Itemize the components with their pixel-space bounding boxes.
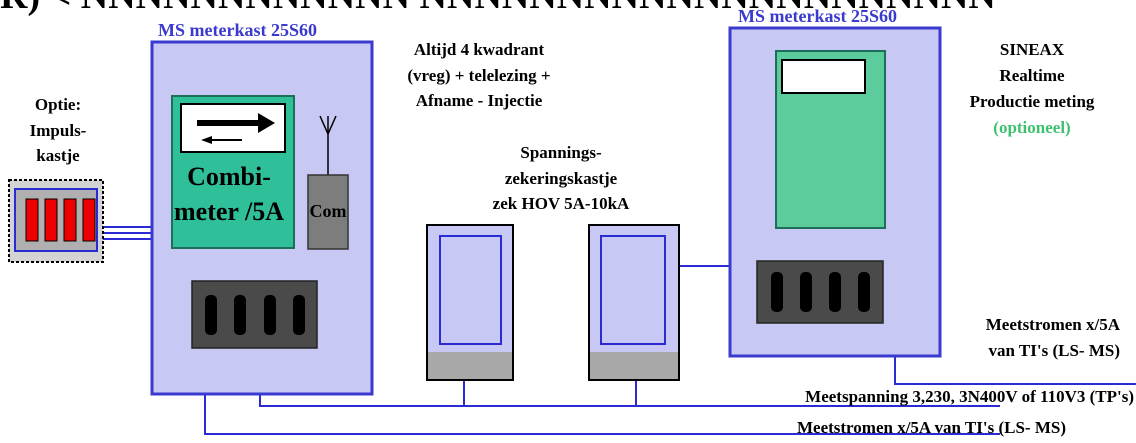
com-unit [307, 174, 349, 250]
right-meter-cabinet: MS meterkast 25S60 [728, 6, 942, 358]
voltage-fuse-box-right [588, 224, 680, 381]
impulse-label-line2: Impuls- [30, 121, 87, 140]
voltage-fuse-line3: zek HOV 5A-10kA [493, 194, 630, 213]
impulse-box: Optie: Impuls- kastje [8, 95, 104, 263]
four-quadrant-line3: Afname - Injectie [416, 91, 543, 110]
meetstromen-right-line1: Meetstromen x/5A [986, 315, 1121, 334]
fuse-icons [25, 198, 96, 242]
four-quadrant-line2: (vreg) + telelezing + [407, 66, 550, 85]
left-terminal-slots [205, 295, 305, 335]
four-quadrant-note: Altijd 4 kwadrant (vreg) + telelezing + … [407, 40, 550, 110]
impulse-label-line1: Optie: [35, 95, 81, 114]
fuse-box-right-bottom [590, 352, 678, 379]
sineax-line1: SINEAX [1000, 40, 1065, 59]
impulse-label-line3: kastje [36, 146, 80, 165]
meetstromen-bottom-label: Meetstromen x/5A van TI's (LS- MS) [797, 418, 1066, 437]
combimeter-label-line1: Combi- [187, 162, 271, 191]
wire-labels: Meetstromen x/5A van TI's (LS- MS) Meets… [797, 315, 1134, 437]
fuse-box-left-inner [439, 235, 502, 345]
left-cabinet-label: MS meterkast 25S60 [158, 20, 317, 40]
com-label: Com [310, 201, 347, 221]
voltage-fuse-line2: zekeringskastje [505, 169, 618, 188]
voltage-fuse-box-note: Spannings- zekeringskastje zek HOV 5A-10… [493, 143, 630, 213]
meetspanning-label: Meetspanning 3,230, 3N400V of 110V3 (TP'… [805, 387, 1134, 406]
right-cabinet-label: MS meterkast 25S60 [738, 6, 897, 26]
voltage-fuse-line1: Spannings- [520, 143, 602, 162]
combimeter-label-line2: meter /5A [174, 197, 284, 226]
sineax-display [781, 59, 866, 94]
left-meter-cabinet: MS meterkast 25S60 Combi- meter /5A Com [150, 20, 374, 396]
combimeter-display [180, 103, 286, 153]
fuse-box-right-inner [600, 235, 666, 345]
sineax-line3: Productie meting [970, 92, 1095, 111]
four-quadrant-line1: Altijd 4 kwadrant [414, 40, 545, 59]
header-title: R) < NNNNNNNNNNNN NNNNNNNNNNNNNNNNNNNNN [0, 0, 996, 17]
antenna-icon [319, 115, 337, 175]
sineax-line2: Realtime [999, 66, 1065, 85]
sineax-note: SINEAX Realtime Productie meting (option… [970, 40, 1095, 137]
sineax-optional-label: (optioneel) [993, 118, 1070, 137]
right-terminal-slots [771, 272, 870, 312]
fuse-box-left-bottom [428, 352, 512, 379]
bidirectional-arrows-icon [197, 113, 275, 144]
meetstromen-right-line2: van TI's (LS- MS) [989, 341, 1120, 360]
voltage-fuse-box-left [426, 224, 514, 381]
